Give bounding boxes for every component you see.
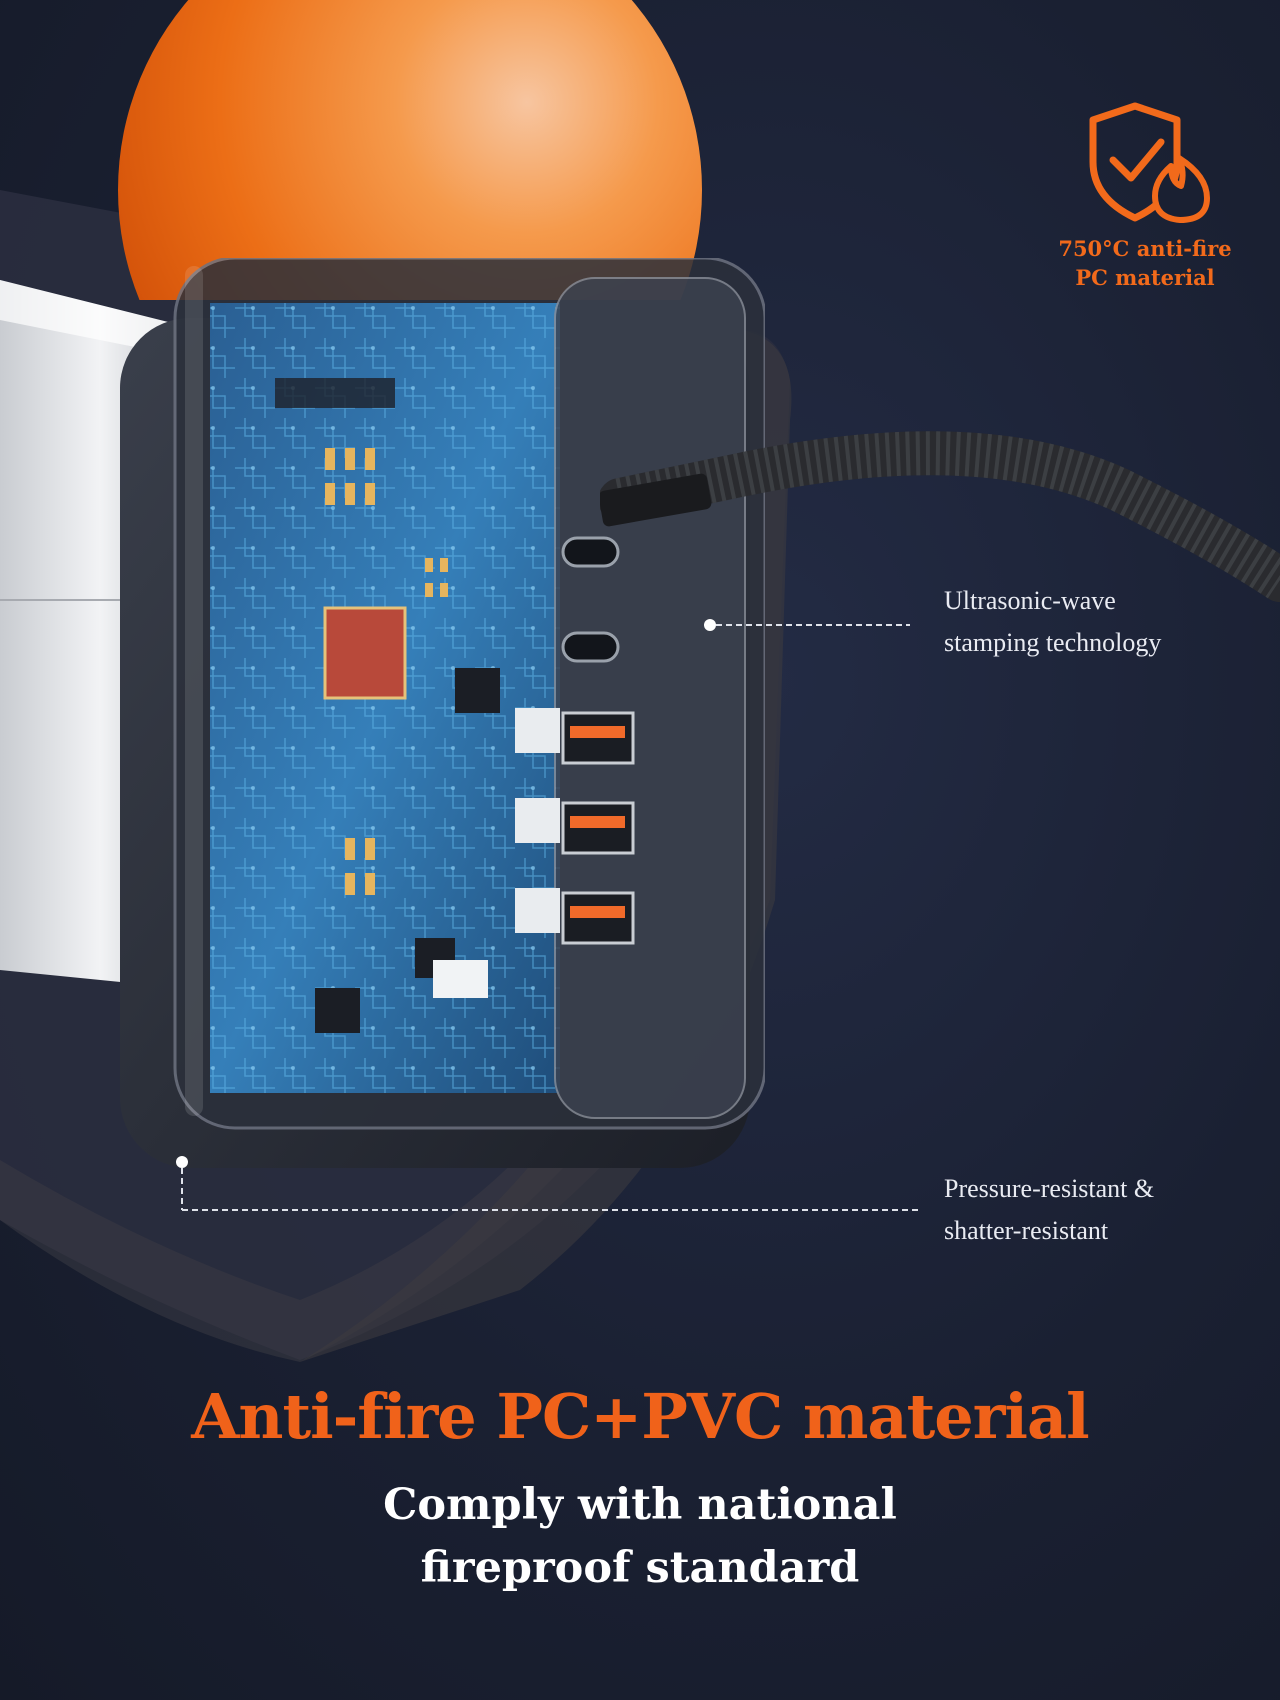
badge-line2: PC material <box>1075 265 1215 290</box>
badge-line1: 750°C anti-fire <box>1058 236 1232 261</box>
headline: Anti-fire PC+PVC material <box>191 1380 1089 1453</box>
callout-bottom-line1: Pressure-resistant & <box>944 1174 1155 1203</box>
orange-sphere-graphic <box>118 0 702 300</box>
shield-fire-icon <box>1089 102 1210 223</box>
braided-cable <box>600 431 1280 602</box>
callout-top-line1: Ultrasonic-wave <box>944 586 1116 615</box>
badge-text: 750°C anti-fire PC material <box>1035 234 1255 292</box>
charger-transparent-case <box>120 258 765 1168</box>
subheading-line2: fireproof standard <box>420 1543 860 1593</box>
callout-line-bottom <box>176 1156 920 1211</box>
subheading-line1: Comply with national <box>383 1480 897 1530</box>
callout-top-line2: stamping technology <box>944 628 1162 657</box>
callout-line-top <box>704 619 910 631</box>
callout-bottom-line2: shatter-resistant <box>944 1216 1109 1245</box>
callout-label-top: Ultrasonic-wave stamping technology <box>944 580 1161 664</box>
callout-label-bottom: Pressure-resistant & shatter-resistant <box>944 1168 1154 1252</box>
